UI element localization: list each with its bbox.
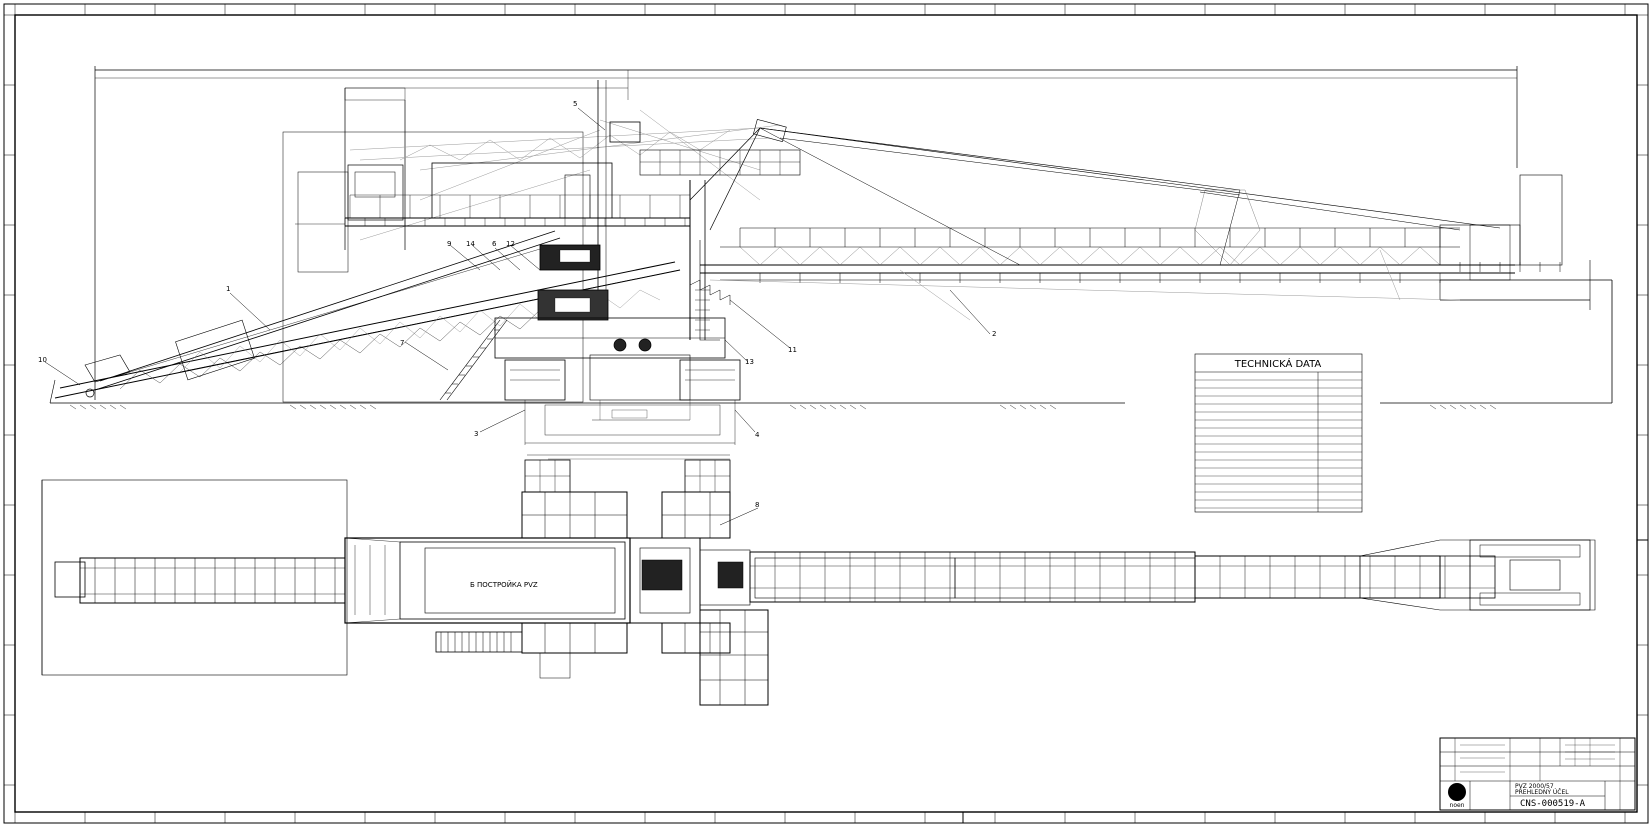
pos-10: 10 (38, 356, 47, 364)
plan-view (41, 454, 1596, 706)
plan-view-label: Б ПОСТРОЙКА PVZ (470, 580, 538, 589)
technical-data-title: TECHNICKÁ DATA (1234, 357, 1322, 370)
pos-11: 11 (788, 346, 797, 354)
position-leaders (44, 107, 991, 526)
position-numbers: 1 2 3 4 5 6 7 9 10 11 12 13 14 8 (38, 100, 996, 509)
title-line: PVZ 2000/57 (1515, 783, 1554, 790)
pos-12: 12 (506, 240, 515, 248)
pos-3: 3 (474, 430, 478, 438)
pos-14: 14 (466, 240, 475, 248)
pos-8: 8 (755, 501, 759, 509)
company-logo-mark (1448, 783, 1466, 801)
company-logo-text: noen (1450, 802, 1465, 809)
pos-2: 2 (992, 330, 996, 338)
technical-data-table (1194, 353, 1363, 513)
title-subline: PŘEHLEDNÝ ÚČEL (1515, 788, 1569, 796)
pos-6: 6 (492, 240, 497, 248)
pos-9: 9 (447, 240, 451, 248)
pos-1: 1 (226, 285, 230, 293)
pos-4: 4 (755, 431, 760, 439)
pos-5: 5 (573, 100, 577, 108)
pos-13: 13 (745, 358, 754, 366)
side-elevation (49, 66, 1613, 445)
pos-7: 7 (400, 339, 404, 347)
drawing-frame (3, 3, 1649, 824)
title-block (1439, 737, 1636, 811)
frame-grid-ticks (4, 4, 1648, 823)
drawing-number: CNS-000519-A (1520, 799, 1586, 809)
